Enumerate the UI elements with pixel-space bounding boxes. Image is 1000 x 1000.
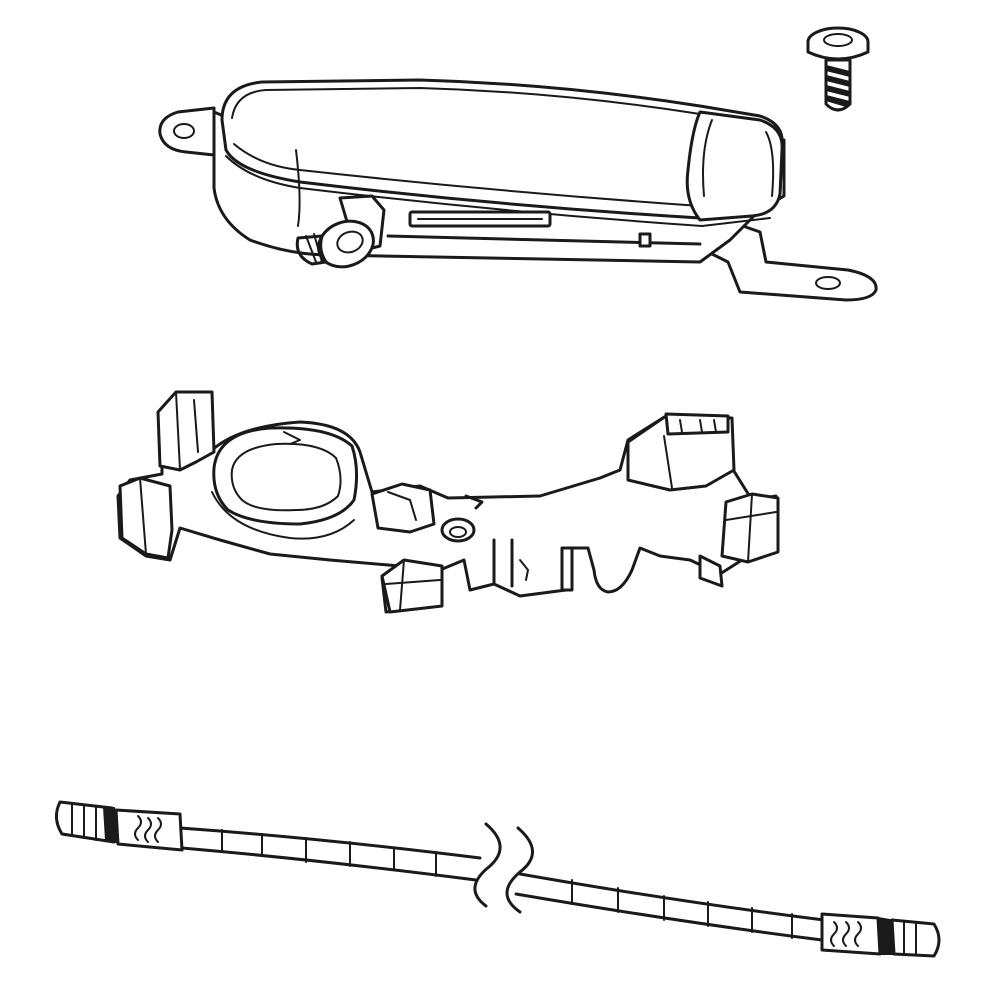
cable-left-connector <box>55 800 184 852</box>
cable-right-connector <box>820 912 941 958</box>
mounting-bracket <box>116 390 780 614</box>
left-mounting-hole <box>173 123 195 139</box>
left-mounting-tab <box>158 106 216 157</box>
cable-break-symbol <box>473 822 502 908</box>
battery-cradle <box>212 426 359 526</box>
right-mounting-hole <box>815 276 841 290</box>
cable-right-segment <box>518 872 826 922</box>
battery-housing <box>158 78 878 302</box>
bracket-latch <box>370 482 436 534</box>
screw <box>806 26 870 112</box>
bracket-front-clip <box>380 558 444 614</box>
bracket-left-post <box>156 390 216 472</box>
bracket-screw-hole <box>440 517 476 543</box>
extension-cable <box>55 800 941 958</box>
bracket-left-foot <box>118 476 174 560</box>
lid-end-cap <box>685 110 784 222</box>
cable-left-segment <box>178 826 482 860</box>
right-mounting-tab <box>698 223 878 302</box>
cable-outlet <box>295 194 386 269</box>
